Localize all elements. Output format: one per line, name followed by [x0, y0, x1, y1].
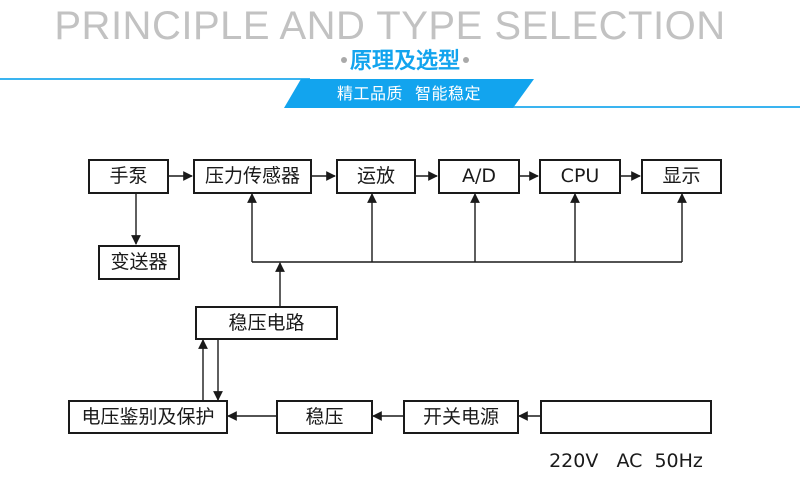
node-ad-converter: A/D: [438, 159, 520, 194]
node-label: 变送器: [110, 251, 168, 273]
title-english: PRINCIPLE AND TYPE SELECTION: [54, 4, 726, 48]
node-label: A/D: [461, 165, 497, 187]
slogan-banner: 精工品质智能稳定: [284, 79, 534, 108]
node-display: 显示: [641, 159, 722, 194]
node-label: 稳压电路: [228, 312, 305, 334]
banner-parallelogram: [284, 79, 534, 108]
dot-left-icon: [340, 57, 347, 63]
node-cpu: CPU: [539, 159, 621, 194]
divider-right: [508, 106, 800, 108]
node-label: 稳压: [305, 406, 344, 428]
divider-left: [0, 78, 310, 80]
node-regulator-circuit: 稳压电路: [195, 306, 338, 340]
node-switch-power: 开关电源: [403, 400, 519, 434]
node-label: 220V AC 50Hz: [549, 450, 703, 472]
banner-slogan-1: 精工品质: [336, 84, 403, 103]
node-pressure-sensor: 压力传感器: [193, 159, 312, 194]
node-transmitter: 变送器: [98, 245, 180, 280]
node-voltage-protection: 电压鉴别及保护: [68, 400, 228, 434]
dot-right-icon: [463, 57, 469, 63]
node-label: 运放: [356, 165, 395, 187]
block-diagram-connectors: [131, 171, 687, 421]
node-label: 显示: [662, 165, 701, 187]
node-op-amp: 运放: [336, 159, 416, 194]
title-chinese-text: 原理及选型: [349, 49, 460, 74]
node-label: 手泵: [109, 165, 148, 187]
banner-slogan-2: 智能稳定: [415, 84, 482, 103]
node-label: 压力传感器: [204, 165, 300, 187]
node-label: CPU: [560, 165, 600, 187]
node-label: 开关电源: [422, 406, 499, 428]
node-label: 电压鉴别及保护: [81, 406, 215, 428]
node-regulator: 稳压: [276, 400, 373, 434]
banner-text: 精工品质智能稳定: [284, 79, 534, 108]
node-hand-pump: 手泵: [88, 159, 169, 194]
node-mains-input: 220V AC 50Hz: [540, 400, 712, 472]
title-chinese: 原理及选型: [0, 47, 800, 77]
